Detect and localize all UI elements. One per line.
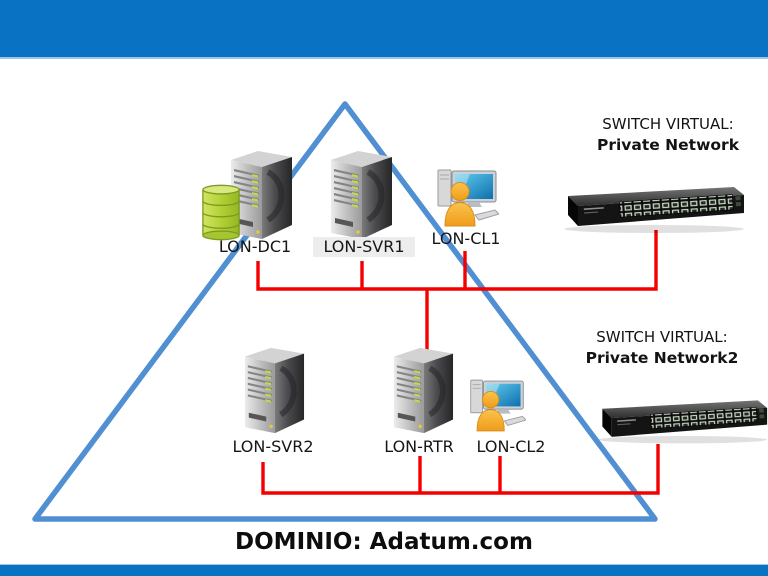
switch1-caption: SWITCH VIRTUAL: Private Network [568,114,768,156]
switch1-name: Private Network [596,136,739,154]
node-label-lon-svr1: LON-SVR1 [313,237,415,257]
switch2-title: SWITCH VIRTUAL: [596,328,728,346]
domain-triangle-outline [32,101,658,522]
router-server-icon [389,343,457,436]
node-label-lon-dc1: LON-DC1 [218,237,292,256]
node-label-lon-rtr: LON-RTR [384,437,454,456]
domain-caption: DOMINIO: Adatum.com [235,529,533,555]
red-network-connections [256,230,660,495]
node-label-lon-svr2: LON-SVR2 [232,437,314,456]
private-network1-bus [256,230,658,350]
private-network2-bus [261,444,660,495]
bottom-banner-bar [0,564,768,576]
server-tower-icon [326,146,396,242]
database-icon [199,182,243,243]
switch2-name: Private Network2 [585,349,739,367]
top-banner-bar [0,0,768,59]
node-label-lon-cl1: LON-CL1 [431,229,501,248]
switch1-title: SWITCH VIRTUAL: [602,115,734,133]
client-workstation-icon [468,378,526,433]
switch1-device-icon [558,182,746,234]
client-workstation-icon [435,168,499,228]
server-tower-icon [240,343,308,436]
node-label-lon-cl2: LON-CL2 [476,437,546,456]
switch2-caption: SWITCH VIRTUAL: Private Network2 [562,327,762,369]
switch2-device-icon [593,395,768,445]
